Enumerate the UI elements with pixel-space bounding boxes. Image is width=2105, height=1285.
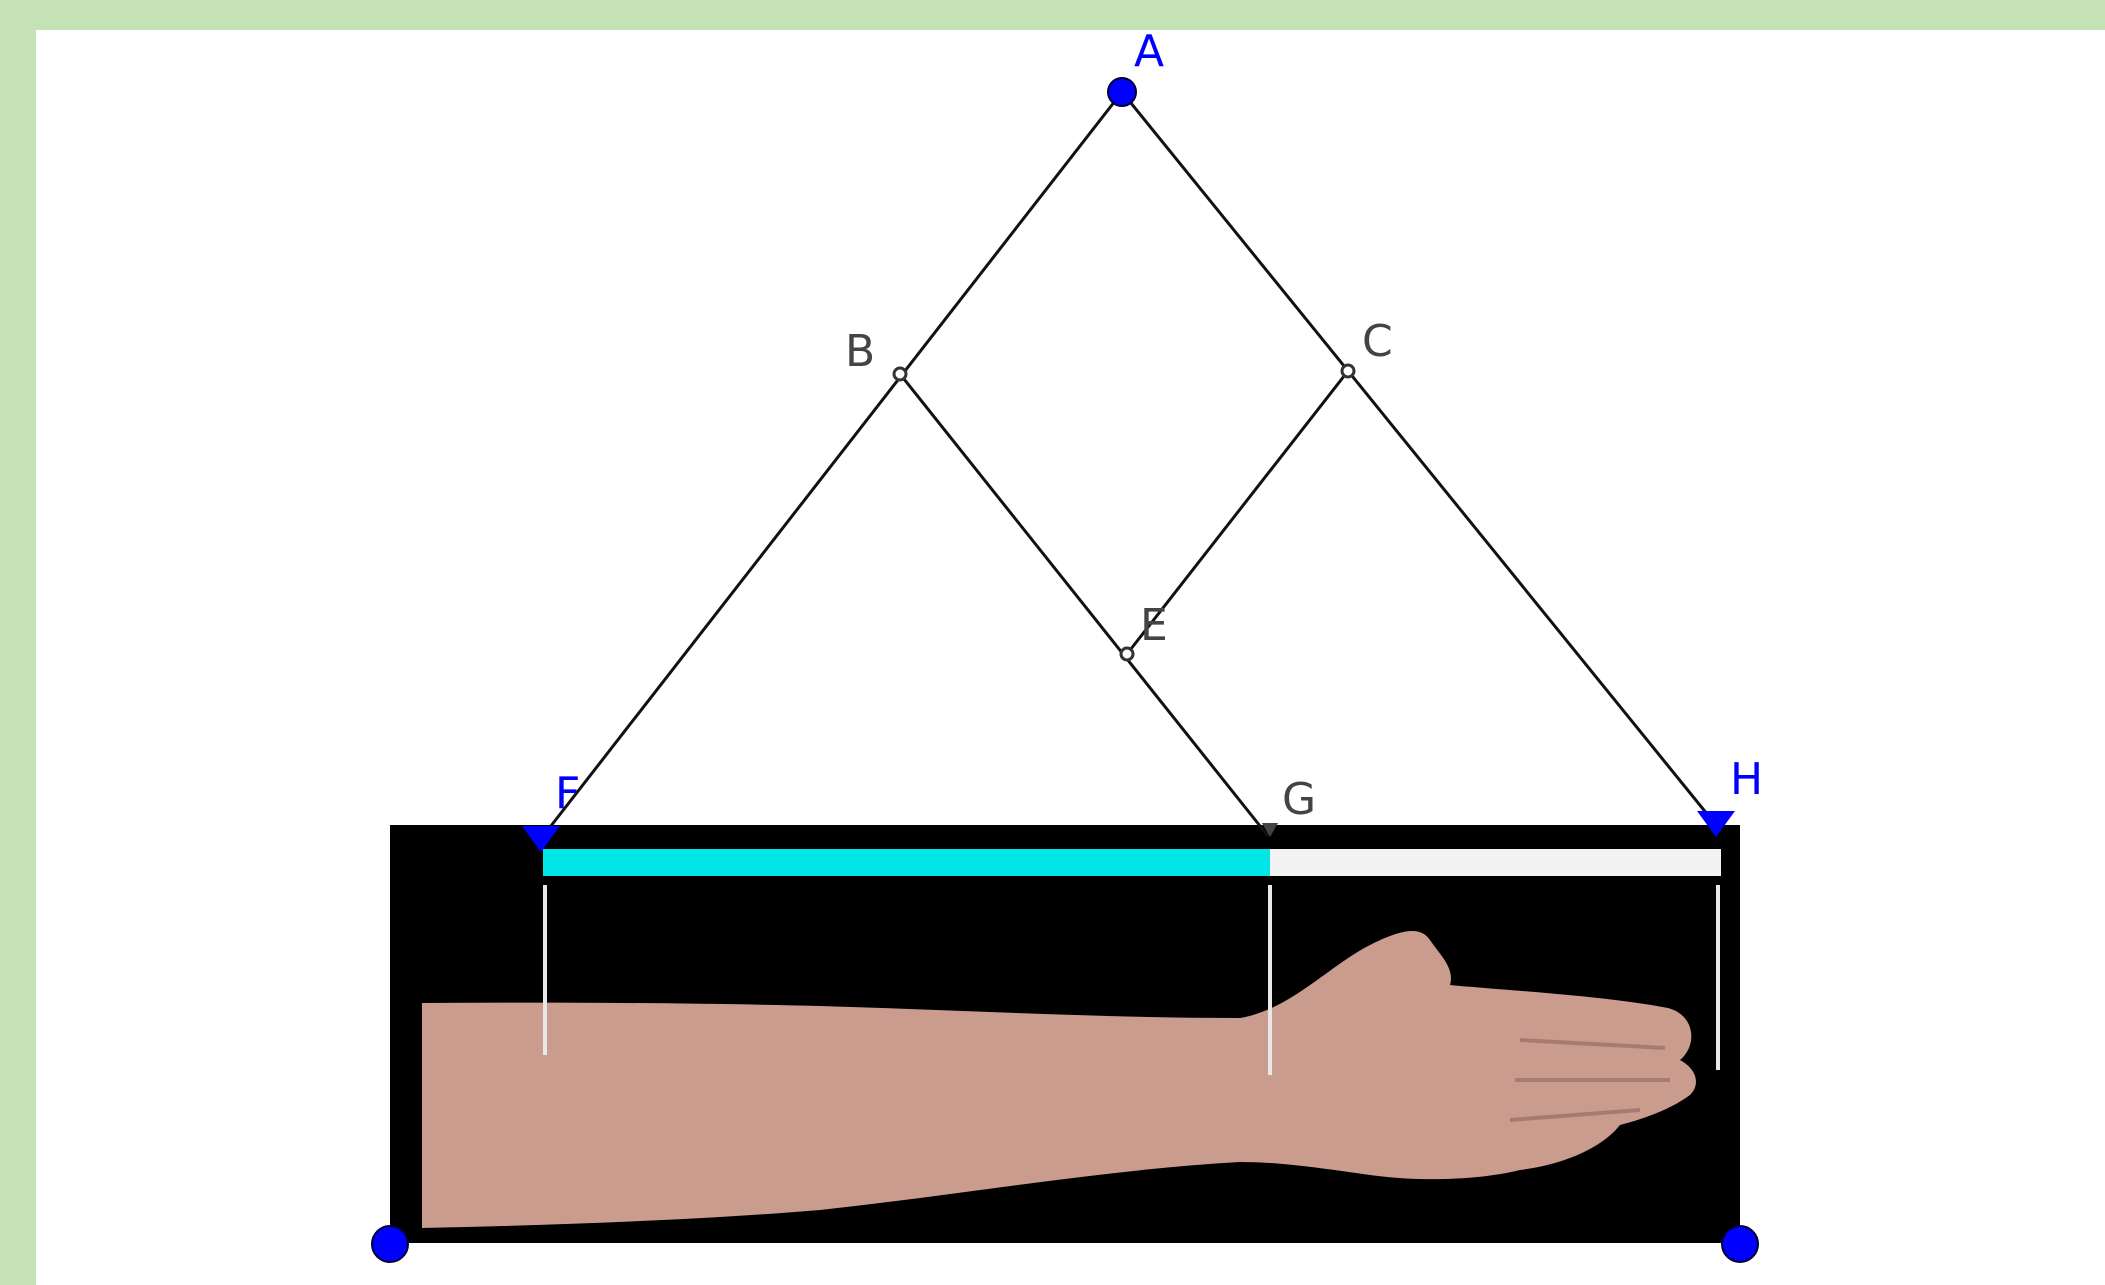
point-e[interactable] <box>1119 646 1135 662</box>
label-g: G <box>1282 774 1316 825</box>
segment-c-e[interactable] <box>1125 370 1350 655</box>
forearm-shape <box>422 930 1696 1228</box>
point-h[interactable] <box>1697 811 1735 837</box>
segment-a-f[interactable] <box>538 91 1124 841</box>
finger-creases <box>1509 1038 1670 1122</box>
image-corner-handle-right[interactable] <box>1721 1225 1759 1263</box>
point-c[interactable] <box>1340 363 1356 379</box>
segment-a-h[interactable] <box>1120 91 1718 826</box>
segments <box>538 91 1718 841</box>
label-a: A <box>1134 26 1164 77</box>
measure-bar-fill <box>543 849 1270 876</box>
point-b[interactable] <box>892 366 908 382</box>
label-c: C <box>1362 316 1393 367</box>
segment-b-g[interactable] <box>898 373 1270 837</box>
point-f[interactable] <box>522 826 560 852</box>
point-a[interactable] <box>1107 77 1137 107</box>
label-e: E <box>1140 600 1168 651</box>
arm-photo[interactable] <box>390 825 1740 1243</box>
label-b: B <box>845 326 875 377</box>
image-corner-handle-left[interactable] <box>371 1225 409 1263</box>
label-f: F <box>555 768 580 819</box>
label-h: H <box>1730 754 1763 805</box>
point-g <box>1262 823 1278 837</box>
